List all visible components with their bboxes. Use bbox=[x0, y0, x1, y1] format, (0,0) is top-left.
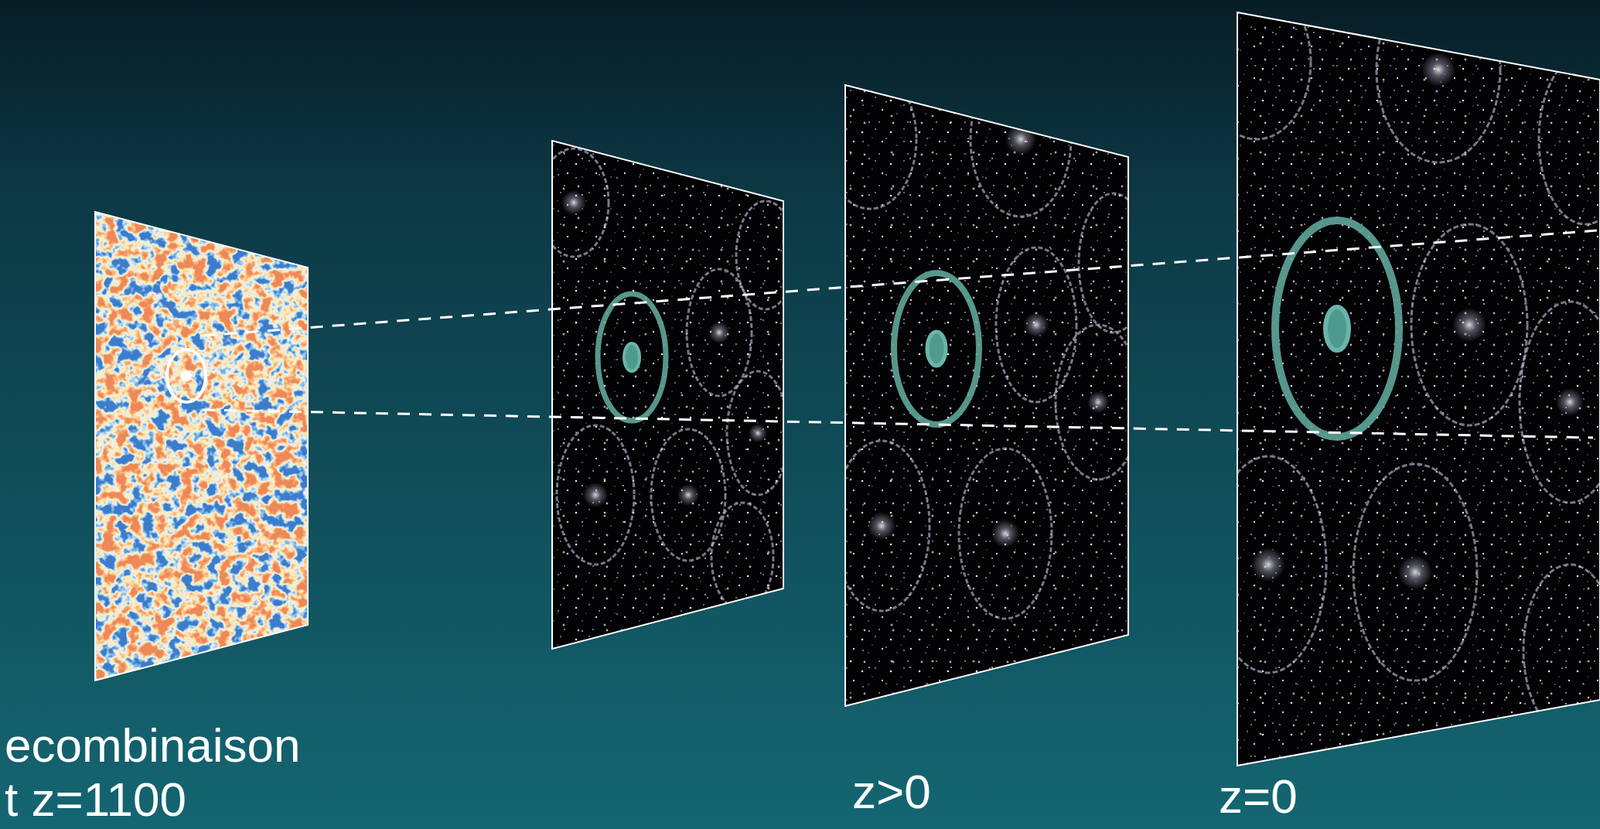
stage-label: ecombinaison bbox=[4, 719, 301, 772]
stage-label: t z=1100 bbox=[4, 773, 187, 826]
stage-label: z=0 bbox=[1218, 770, 1298, 823]
stage-label: z>0 bbox=[852, 765, 932, 819]
